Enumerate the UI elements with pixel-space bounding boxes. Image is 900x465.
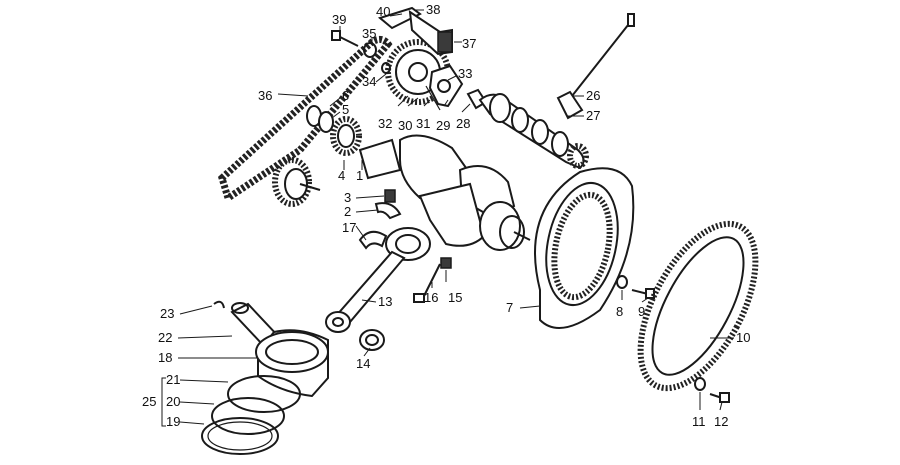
- washer-35: [363, 42, 377, 58]
- washer-11: [694, 377, 706, 391]
- label-28: 28: [456, 116, 470, 131]
- label-18: 18: [158, 350, 172, 365]
- label-8: 8: [616, 304, 623, 319]
- washer-34: [381, 62, 391, 74]
- label-37: 37: [462, 36, 476, 51]
- part-labels: 40 38 39 35 37 36 6 5 34 33 32 30 31 29 …: [142, 2, 750, 429]
- label-11: 11: [692, 414, 706, 429]
- ring-gear: [637, 220, 759, 392]
- piston: [255, 329, 329, 398]
- tensioner-bracket: [377, 6, 453, 56]
- label-13: 13: [378, 294, 392, 309]
- label-2: 2: [344, 204, 351, 219]
- piston-ring-21: [227, 375, 301, 413]
- label-33: 33: [458, 66, 472, 81]
- label-38: 38: [426, 2, 440, 17]
- bolt-39: [331, 30, 359, 47]
- washer-8: [616, 275, 628, 289]
- crankshaft: [358, 134, 531, 251]
- label-4: 4: [338, 168, 345, 183]
- label-36: 36: [258, 88, 272, 103]
- retaining-plate: [425, 64, 464, 111]
- label-34: 34: [362, 74, 376, 89]
- label-21: 21: [166, 372, 180, 387]
- label-14: 14: [356, 356, 370, 371]
- crank-sprocket-4: [330, 116, 362, 156]
- leader-lines: [161, 9, 734, 427]
- rod-nut-15: [440, 257, 452, 269]
- label-26: 26: [586, 88, 600, 103]
- label-29: 29: [436, 118, 450, 133]
- label-23: 23: [160, 306, 174, 321]
- small-end-bushing-14: [359, 329, 385, 351]
- label-7: 7: [506, 300, 513, 315]
- bearing-5: [318, 111, 334, 133]
- circlip-23: [213, 300, 225, 309]
- label-1: 1: [356, 168, 363, 183]
- bearing-3: [384, 189, 396, 203]
- oil-pump-sprocket: [272, 157, 321, 207]
- rod-bolt-16: [413, 263, 441, 303]
- bolt-12: [709, 392, 730, 403]
- connecting-rod: [325, 227, 431, 333]
- label-19: 19: [166, 414, 180, 429]
- label-10: 10: [736, 330, 750, 345]
- label-32: 32: [378, 116, 392, 131]
- label-22: 22: [158, 330, 172, 345]
- piston-ring-19: [201, 417, 279, 455]
- flywheel: [534, 167, 635, 329]
- label-9: 9: [638, 304, 645, 319]
- label-5: 5: [342, 102, 349, 117]
- cam-follower-27: [556, 90, 584, 120]
- piston-ring-20: [211, 397, 285, 435]
- label-20: 20: [166, 394, 180, 409]
- label-6: 6: [342, 88, 349, 103]
- label-30: 30: [398, 118, 412, 133]
- bearing-shell-2: [374, 202, 402, 220]
- label-27: 27: [586, 108, 600, 123]
- bolt-9: [631, 288, 655, 299]
- label-31: 31: [416, 116, 430, 131]
- camshaft: [466, 88, 589, 170]
- bearing-shell-17: [358, 230, 388, 250]
- label-25: 25: [142, 394, 156, 409]
- label-40: 40: [376, 4, 390, 19]
- label-12: 12: [714, 414, 728, 429]
- pushrod-26: [571, 13, 635, 97]
- label-3: 3: [344, 190, 351, 205]
- label-39: 39: [332, 12, 346, 27]
- label-16: 16: [424, 290, 438, 305]
- label-35: 35: [362, 26, 376, 41]
- label-17: 17: [342, 220, 356, 235]
- label-15: 15: [448, 290, 462, 305]
